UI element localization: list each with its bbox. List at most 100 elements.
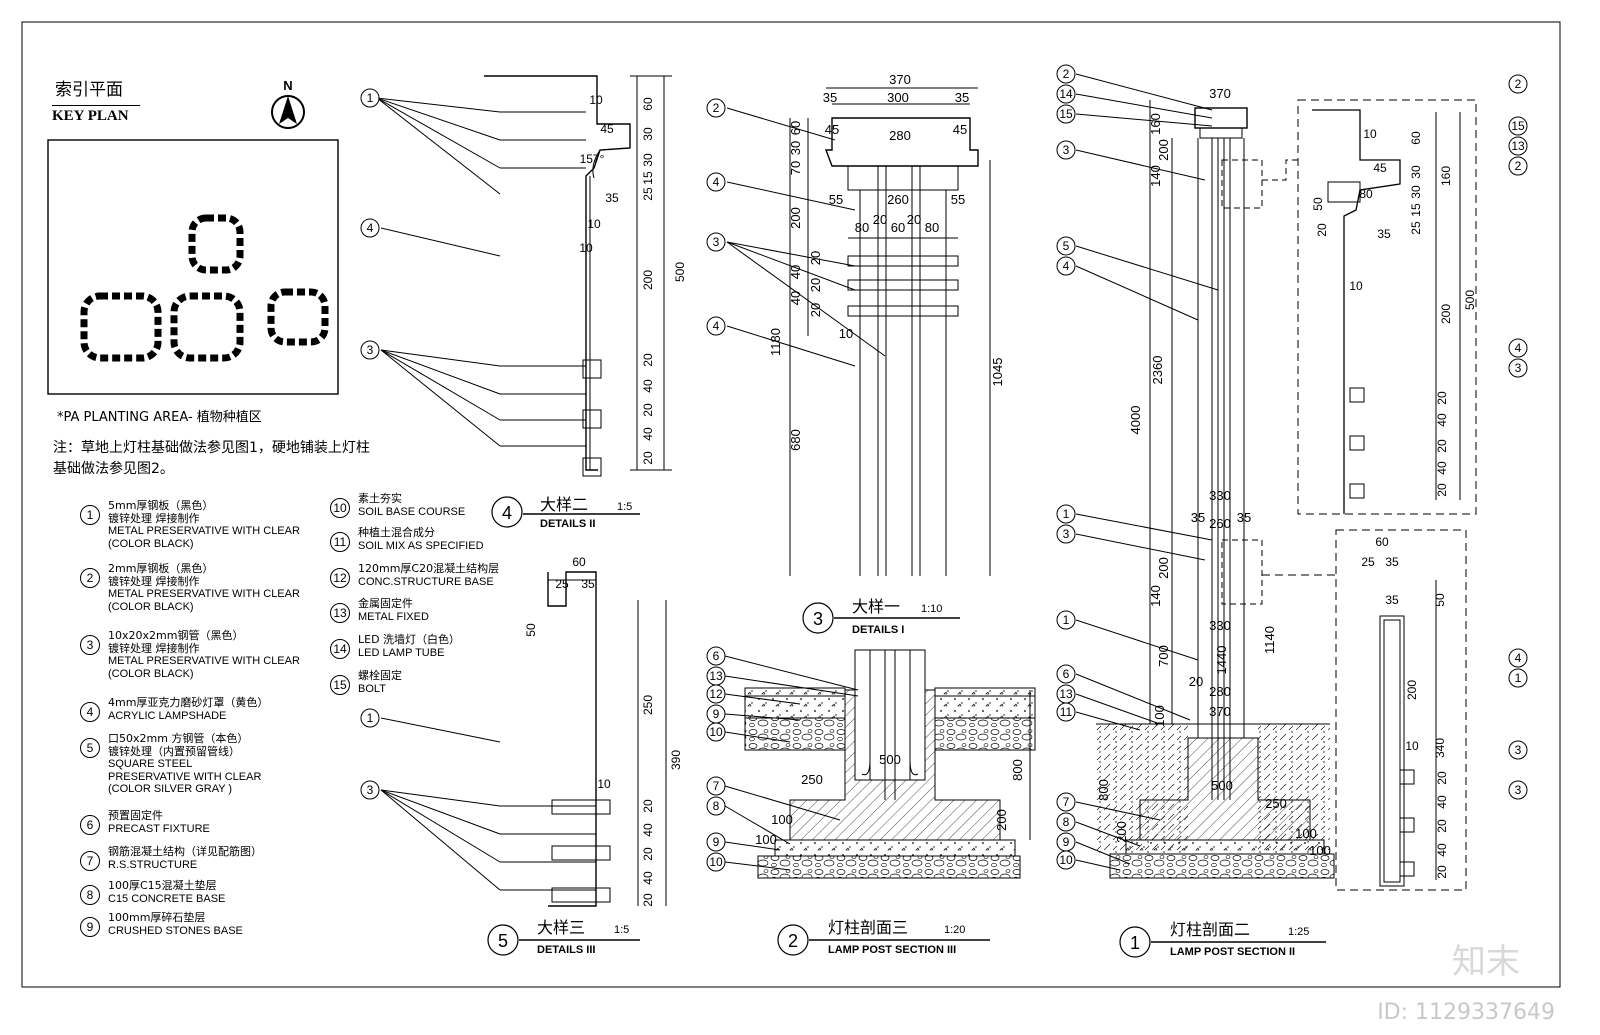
- svg-text:55: 55: [829, 192, 843, 207]
- svg-text:11: 11: [1060, 705, 1073, 719]
- svg-text:10: 10: [597, 777, 611, 791]
- svg-text:20: 20: [1435, 865, 1449, 879]
- svg-text:20: 20: [1435, 483, 1449, 497]
- legend-text: 镀锌处理（内置预留管线）: [108, 744, 240, 758]
- svg-text:700: 700: [1156, 645, 1171, 667]
- callout-3: 3: [1508, 358, 1528, 378]
- callout-6: 6: [706, 646, 726, 666]
- svg-text:LAMP POST SECTION III: LAMP POST SECTION III: [828, 944, 956, 956]
- section-1-drawing: [1075, 73, 1477, 891]
- svg-text:20: 20: [1189, 674, 1203, 689]
- svg-text:60: 60: [891, 220, 905, 235]
- svg-text:10: 10: [587, 217, 601, 231]
- callout-9: 9: [706, 832, 726, 852]
- callout-10: 10: [1056, 850, 1076, 870]
- legend-text: 镀锌处理 焊接制作: [108, 574, 200, 588]
- svg-text:100: 100: [1295, 826, 1317, 841]
- svg-text:4: 4: [1515, 341, 1522, 355]
- callout-2: 2: [1508, 74, 1528, 94]
- legend-text: (COLOR SILVER GRAY ): [108, 783, 233, 795]
- svg-text:1: 1: [1063, 613, 1070, 627]
- svg-text:200: 200: [1405, 680, 1419, 700]
- svg-text:4: 4: [713, 175, 720, 189]
- svg-text:1: 1: [1515, 671, 1522, 685]
- svg-text:1180: 1180: [768, 328, 783, 356]
- svg-text:140: 140: [1148, 585, 1163, 607]
- svg-text:30: 30: [641, 127, 655, 141]
- svg-text:7: 7: [1063, 795, 1070, 809]
- svg-text:70: 70: [788, 161, 803, 175]
- legend-number: 11: [330, 532, 350, 552]
- callout-13: 13: [706, 666, 726, 686]
- legend-text: (COLOR BLACK): [108, 600, 194, 613]
- svg-text:DETAILS III: DETAILS III: [537, 944, 595, 956]
- svg-text:157°: 157°: [580, 152, 605, 166]
- callout-bubbles: 1431324346131291078910214153541316131178…: [360, 64, 1528, 872]
- svg-text:40: 40: [641, 823, 655, 837]
- svg-text:55: 55: [951, 192, 965, 207]
- foundation-note: 注：草地上灯柱基础做法参见图1，硬地铺装上灯柱基础做法参见图2。: [53, 440, 370, 477]
- svg-text:2: 2: [1515, 77, 1522, 91]
- title-section-1: 1 灯柱剖面二 1:25 LAMP POST SECTION II: [1119, 921, 1326, 958]
- legend-text: C15 CONCRETE BASE: [108, 892, 226, 905]
- callout-7: 7: [706, 776, 726, 796]
- legend-text: CONC.STRUCTURE BASE: [358, 575, 494, 588]
- svg-text:1:10: 1:10: [921, 603, 942, 615]
- svg-text:10: 10: [1059, 853, 1073, 867]
- key-plan-title-cn: 索引平面: [55, 80, 123, 100]
- svg-text:20: 20: [1435, 771, 1449, 785]
- svg-text:800: 800: [1096, 779, 1111, 801]
- svg-text:20: 20: [1435, 439, 1449, 453]
- callout-4: 4: [706, 172, 726, 192]
- svg-text:3: 3: [1063, 143, 1070, 157]
- svg-text:8: 8: [713, 799, 720, 813]
- svg-text:200: 200: [1156, 557, 1171, 579]
- detail-3-drawing: [726, 87, 991, 576]
- callout-2: 2: [706, 98, 726, 118]
- legend-number: 3: [80, 635, 100, 655]
- svg-text:15: 15: [1511, 119, 1525, 133]
- svg-text:4: 4: [502, 503, 512, 523]
- svg-text:80: 80: [1359, 187, 1373, 201]
- svg-text:2: 2: [788, 931, 798, 951]
- svg-text:1: 1: [367, 91, 374, 105]
- svg-text:40: 40: [641, 379, 655, 393]
- svg-text:45: 45: [600, 122, 614, 136]
- callout-15: 15: [1056, 104, 1076, 124]
- svg-text:40: 40: [641, 871, 655, 885]
- svg-text:10: 10: [839, 326, 853, 341]
- callout-13: 13: [1056, 684, 1076, 704]
- legend-text: METAL FIXED: [358, 610, 429, 623]
- legend-text: SQUARE STEEL: [108, 758, 193, 770]
- section-2-dims: 250 500 100 100 200 800: [755, 752, 1025, 847]
- svg-text:3: 3: [713, 235, 720, 249]
- svg-text:10: 10: [709, 725, 723, 739]
- callout-6: 6: [1056, 664, 1076, 684]
- callout-3: 3: [1056, 140, 1076, 160]
- svg-text:9: 9: [1063, 835, 1070, 849]
- svg-text:8: 8: [1063, 815, 1070, 829]
- callout-8: 8: [706, 796, 726, 816]
- svg-text:40: 40: [788, 291, 803, 305]
- sheet-border: [21, 21, 1561, 988]
- legend-number: 6: [80, 815, 100, 835]
- svg-text:200: 200: [994, 809, 1009, 831]
- legend-text: ACRYLIC LAMPSHADE: [108, 709, 227, 722]
- svg-text:20: 20: [808, 251, 823, 265]
- svg-text:DETAILS I: DETAILS I: [852, 624, 904, 636]
- svg-text:13: 13: [709, 669, 723, 683]
- svg-text:260: 260: [1209, 516, 1231, 531]
- svg-text:80: 80: [855, 220, 869, 235]
- legend-number: 1: [80, 505, 100, 525]
- svg-text:20: 20: [808, 278, 823, 292]
- svg-text:20: 20: [641, 353, 655, 367]
- legend-text: SOIL MIX AS SPECIFIED: [358, 539, 484, 552]
- svg-text:35: 35: [1385, 555, 1399, 569]
- svg-text:20: 20: [1435, 391, 1449, 405]
- legend-number: 10: [330, 498, 350, 518]
- legend-text: 100mm厚碎石垫层: [108, 911, 206, 924]
- svg-text:300: 300: [887, 90, 909, 105]
- svg-text:30: 30: [1409, 185, 1423, 199]
- svg-text:60: 60: [572, 555, 586, 569]
- title-detail-5: 5 大样三 1:5 DETAILS III: [487, 919, 640, 956]
